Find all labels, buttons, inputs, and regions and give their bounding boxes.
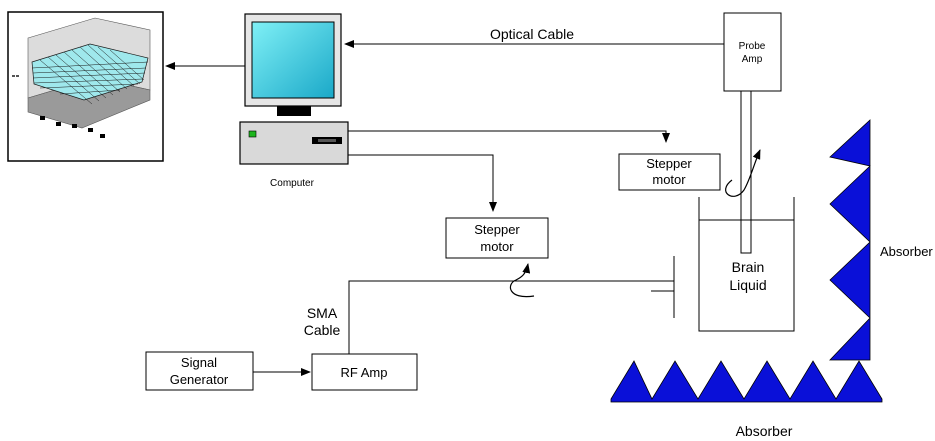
computer-label: Computer [270, 178, 315, 189]
sma-cable-line [348, 280, 651, 355]
absorber-right-label: Absorber [880, 244, 933, 259]
absorber-bottom [610, 360, 883, 403]
stepper-center-label-1: Stepper [474, 222, 520, 237]
sma-cable-label-2: Cable [304, 322, 341, 338]
sma-cable-label-1: SMA [307, 305, 338, 321]
signal-generator-box: Signal Generator [145, 351, 254, 391]
3d-surface-plot-icon [12, 17, 151, 138]
stepper-motor-right: Stepper motor [618, 153, 721, 191]
signal-generator-label-2: Generator [170, 372, 229, 387]
probe-shaft [740, 90, 752, 254]
optical-cable-label: Optical Cable [490, 26, 574, 42]
dipole-antenna [651, 256, 675, 318]
right-stepper-arrow [348, 130, 670, 143]
cable-rotation-arrow [509, 263, 535, 298]
probe-amp-label-1: Probe [739, 41, 766, 52]
rf-amp-label: RF Amp [341, 365, 388, 380]
signal-generator-label-1: Signal [181, 355, 217, 370]
absorber-right [829, 119, 871, 361]
absorber-bottom-label: Absorber [736, 423, 793, 439]
center-stepper-arrow [348, 154, 497, 212]
surface-plot-window [7, 11, 164, 162]
brain-liquid-label-1: Brain [732, 259, 765, 275]
desktop-computer-icon [239, 13, 349, 165]
stepper-right-label-2: motor [652, 172, 686, 187]
stepper-motor-center: Stepper motor [445, 217, 549, 259]
stepper-center-label-2: motor [480, 239, 514, 254]
stepper-right-label-1: Stepper [646, 156, 692, 171]
rf-amp-box: RF Amp [311, 353, 418, 391]
probe-amp-label-2: Amp [742, 54, 763, 65]
brain-liquid-container: Brain Liquid [698, 197, 795, 332]
probe-rotation-arrow [725, 149, 761, 197]
brain-liquid-label-2: Liquid [729, 277, 766, 293]
power-led-icon [248, 130, 257, 138]
probe-amp-box: Probe Amp [723, 12, 782, 92]
